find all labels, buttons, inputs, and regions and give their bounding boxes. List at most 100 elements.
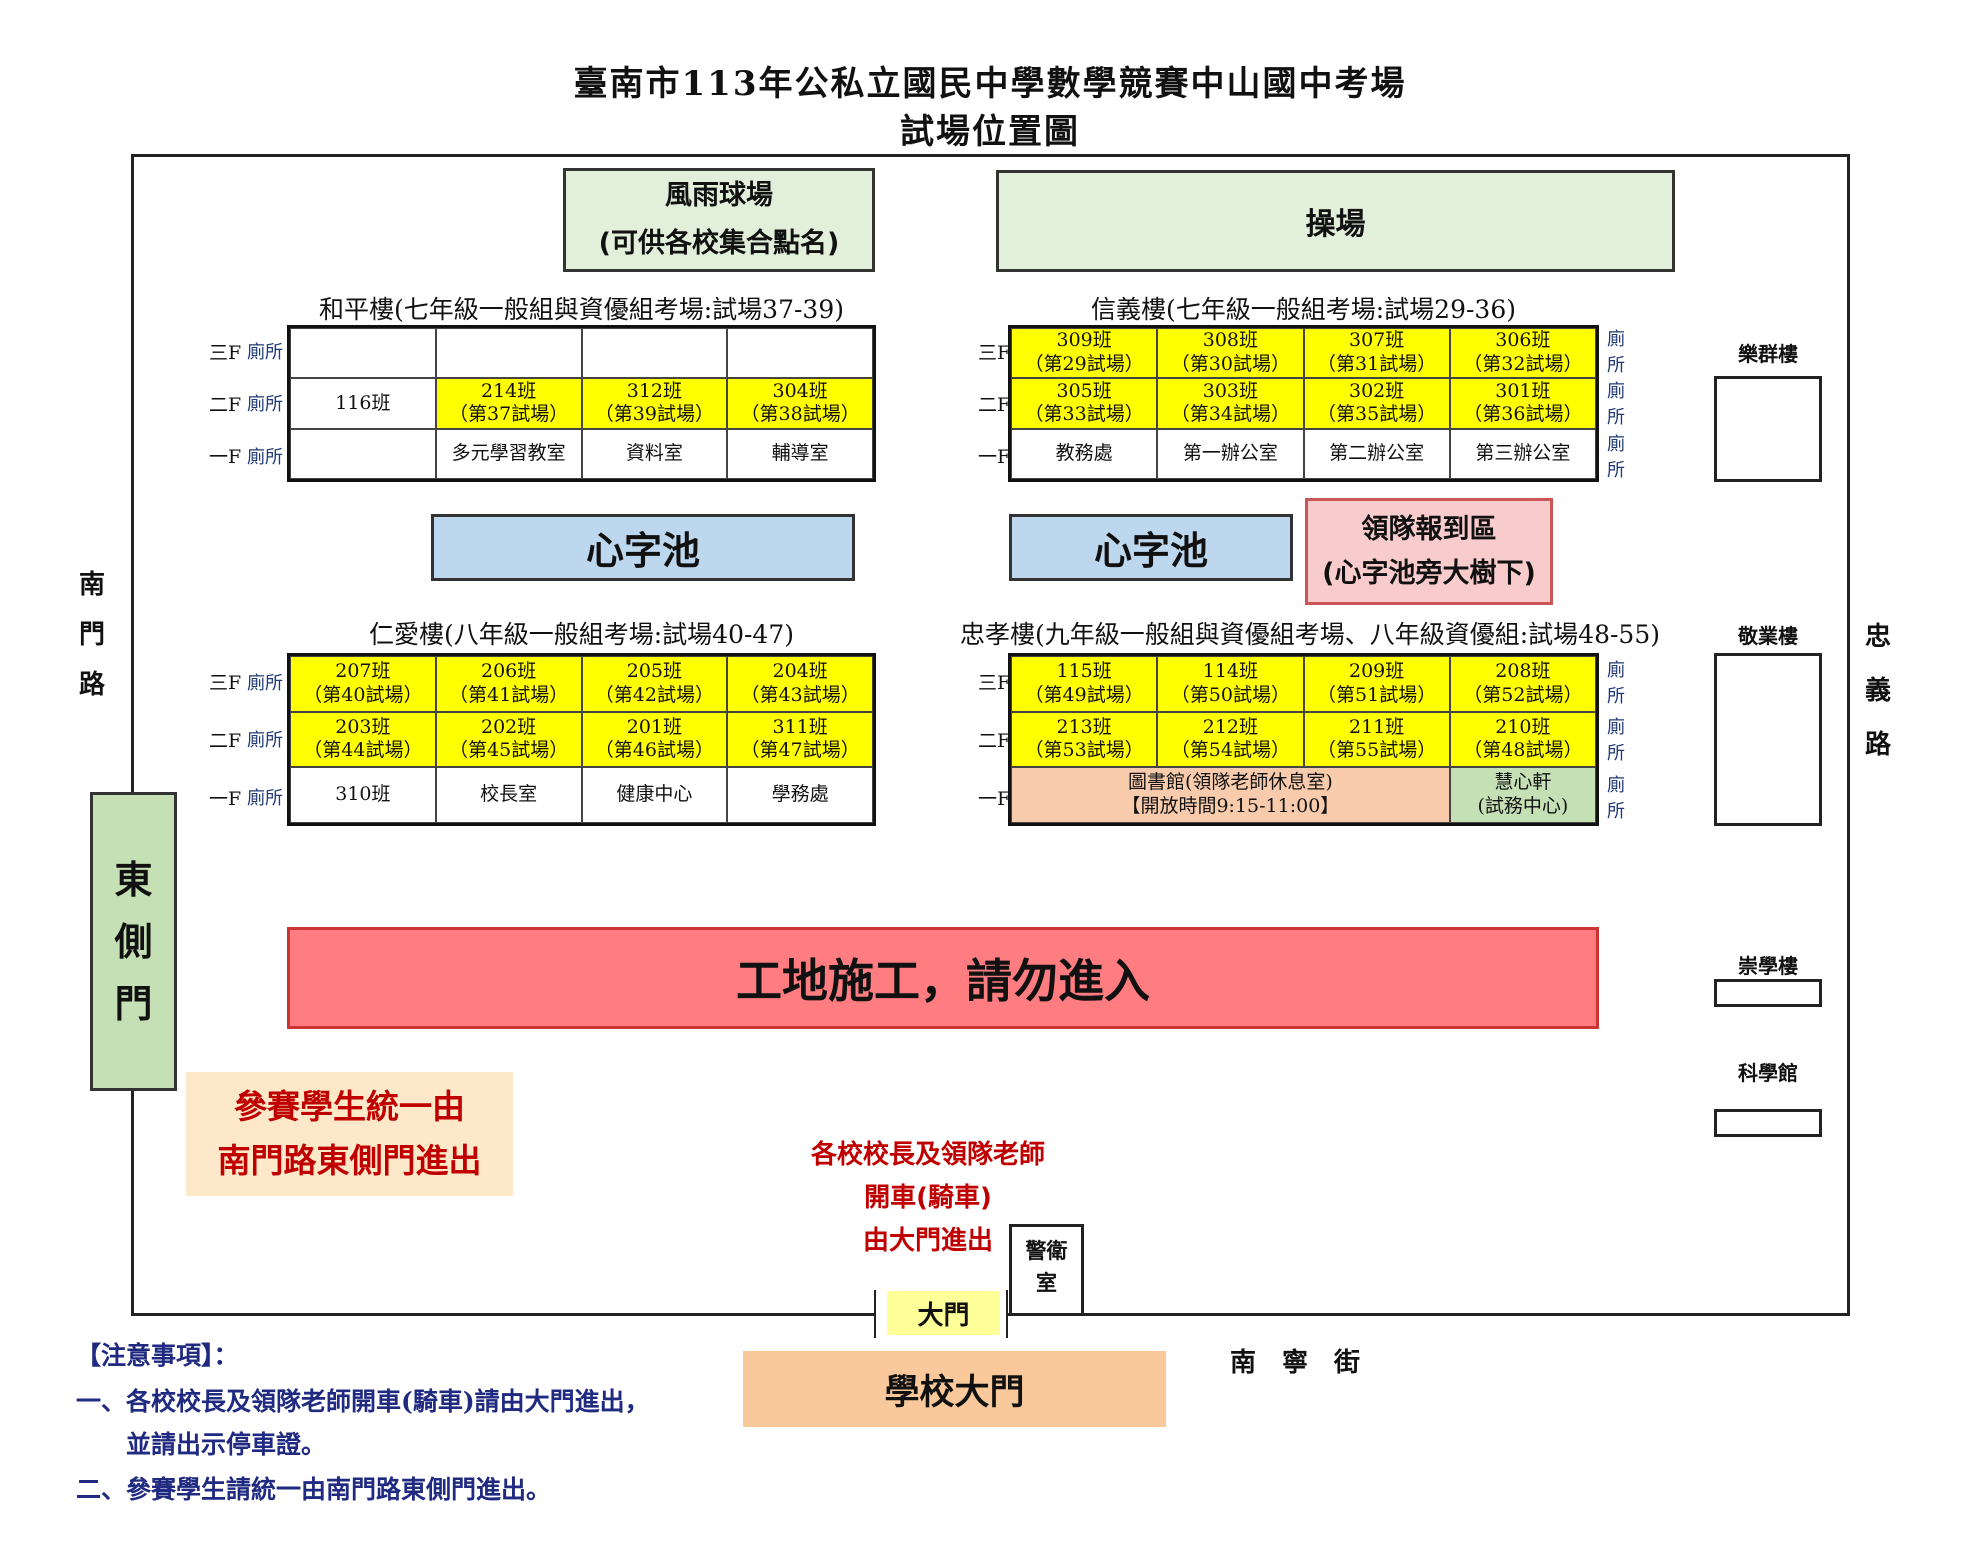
room-name: 203班 [335,715,391,738]
floor-label: 二F [209,393,242,416]
room-name: 304班 [772,379,828,402]
room-detail: （第42試場） [594,683,714,706]
guard-room: 警衛室 [1009,1224,1084,1316]
floor-label: 三F [978,672,1011,695]
room-detail: （第45試場） [449,739,569,762]
leader-checkin-name: 領隊報到區 [1361,513,1497,545]
room-detail: （第35試場） [1317,403,1437,426]
exam-room-cell: 115班（第49試場） [1011,656,1158,712]
exam-room-cell: 207班（第40試場） [290,656,436,712]
road-nanmen: 南門路 [72,560,112,710]
room-detail: （第51試場） [1317,683,1437,706]
floor-label: 二F [209,729,242,752]
xinyi-building-title: 信義樓(七年級一般組考場:試場29-36) [1090,295,1516,324]
room-name: 307班 [1348,329,1405,352]
room-name: 211班 [1348,715,1405,738]
exam-room-cell: 210班（第48試場） [1449,711,1596,768]
gate-char: 側 [114,919,153,964]
notice-line: 開車(騎車) [864,1182,992,1213]
room-detail: （第49試場） [1024,683,1144,706]
road-char: 義 [1864,676,1891,706]
road-char: 路 [78,670,105,700]
pond-left: 心字池 [431,514,855,581]
exam-room-cell: 308班（第30試場） [1157,328,1304,379]
room-detail: 【開放時間9:15-11:00】 [1121,795,1340,818]
lequn-building [1714,376,1822,482]
restroom-label: 廁所 [247,342,283,364]
room-cell [727,328,873,379]
room-detail: （第40試場） [303,683,423,706]
map-subtitle: 試場位置圖 [900,112,1080,152]
exam-room-cell: 206班（第41試場） [435,656,582,712]
road-char: 忠 [1864,622,1891,652]
room-detail: （第44試場） [303,739,423,762]
room-detail: （第50試場） [1170,683,1290,706]
room-name: 116班 [335,391,391,414]
notice-line: 各校校長及領隊老師 [810,1139,1045,1170]
exam-room-cell: 214班（第37試場） [435,378,582,429]
floor-label: 一F [978,787,1011,810]
room-name: 第一辦公室 [1182,441,1278,464]
exam-room-cell: 114班（第50試場） [1157,656,1304,712]
exam-room-cell: 208班（第52試場） [1449,656,1596,712]
student-entry-notice: 參賽學生統一由 南門路東側門進出 [186,1072,513,1196]
road-zhongyi: 忠義路 [1858,610,1898,772]
gate-char: 門 [114,981,153,1026]
room-cell: 第三辦公室 [1449,428,1596,479]
room-cell: 資料室 [581,428,728,479]
room-cell: 第一辦公室 [1157,428,1304,479]
exam-room-cell: 203班（第44試場） [290,711,436,768]
guard-room-label: 室 [1036,1270,1057,1295]
room-detail: （第47試場） [740,739,860,762]
room-name: 第三辦公室 [1475,441,1571,464]
leader-checkin-area: 領隊報到區 (心字池旁大樹下) [1305,498,1553,605]
room-name: 212班 [1202,715,1258,738]
room-name: 第二辦公室 [1329,441,1425,464]
room-detail: （第48試場） [1463,739,1583,762]
room-cell: 學務處 [727,767,873,823]
floor-label: 三F [209,672,242,695]
room-cell: 輔導室 [727,428,873,479]
room-name: 115班 [1056,660,1112,683]
gate-char: 東 [114,857,153,902]
room-name: 208班 [1495,660,1551,683]
floor-label: 三F [209,341,242,364]
exam-room-cell: 311班（第47試場） [727,711,873,768]
room-name: 310班 [335,783,391,806]
room-cell: 圖書館(領隊老師休息室)【開放時間9:15-11:00】 [1011,767,1450,823]
room-cell [435,328,582,379]
exam-room-cell: 204班（第43試場） [727,656,873,712]
renai-floor-grid: 207班（第40試場）206班（第41試場）205班（第42試場）204班（第4… [287,653,876,826]
room-detail: （第39試場） [594,403,714,426]
zhongxiao-floor-grid: 115班（第49試場）114班（第50試場）209班（第51試場）208班（第5… [1008,653,1599,826]
renai-building-title: 仁愛樓(八年級一般組考場:試場40-47) [368,620,794,649]
room-detail: （第55試場） [1317,739,1437,762]
room-cell [290,428,436,479]
room-name: 資料室 [625,441,683,464]
leader-checkin-note: (心字池旁大樹下) [1322,557,1536,589]
room-detail: （第38試場） [740,403,860,426]
restroom-label: 廁所 [1607,329,1625,377]
pond-right: 心字池 [1009,514,1293,581]
room-name: 202班 [480,715,537,738]
room-detail: （第41試場） [449,683,569,706]
exam-room-cell: 309班（第29試場） [1011,328,1158,379]
guard-room-label: 警衛 [1025,1238,1068,1263]
restroom-label: 廁所 [247,788,283,810]
exam-room-cell: 202班（第45試場） [435,711,582,768]
note-item: 並請出示停車證。 [76,1430,327,1459]
room-detail: （第33試場） [1024,403,1144,426]
road-char: 南 [78,570,105,600]
chongxue-label: 崇學樓 [1738,954,1798,978]
floor-label: 一F [209,787,242,810]
room-name: 圖書館(領隊老師休息室) [1127,771,1333,794]
room-name: 210班 [1495,715,1551,738]
note-item: 一、各校校長及領隊老師開車(騎車)請由大門進出， [76,1387,650,1416]
room-detail: （第52試場） [1463,683,1583,706]
exam-room-cell: 201班（第46試場） [581,711,728,768]
room-name: 305班 [1056,379,1112,402]
east-side-gate: 東側門 [90,792,177,1091]
room-name: 302班 [1348,379,1405,402]
notice-line: 由大門進出 [862,1225,993,1256]
